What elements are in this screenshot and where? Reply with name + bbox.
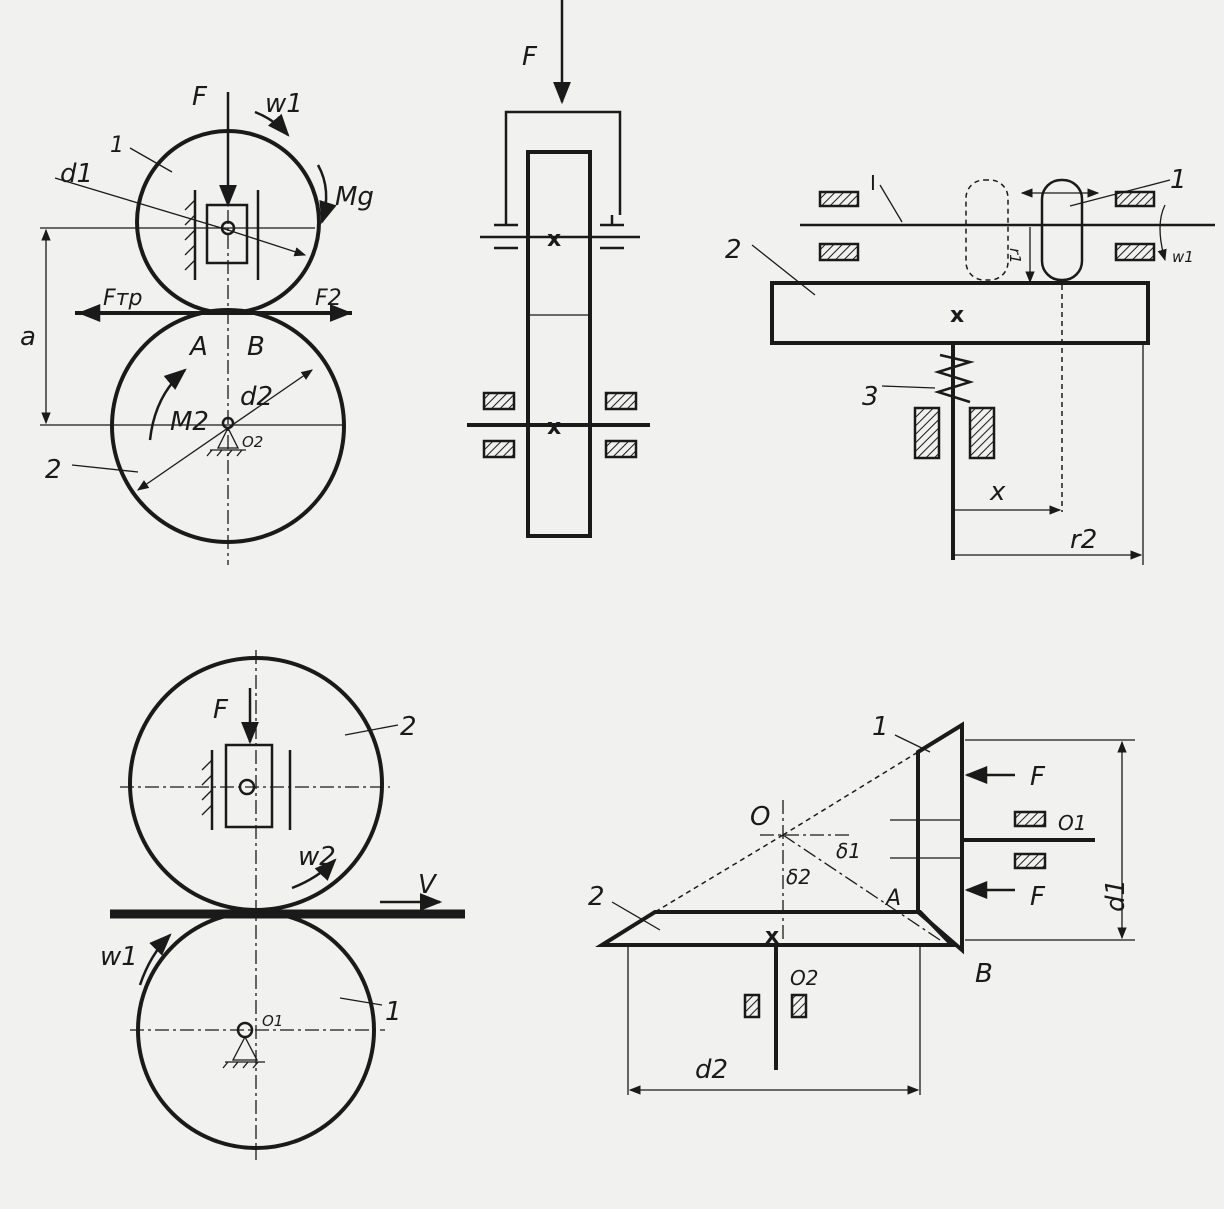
mark-x-1: x [547,227,561,252]
label-point-b: B [247,332,265,362]
label-w1: w1 [100,942,138,972]
label-1: 1 [385,997,402,1027]
cone-1 [916,721,964,955]
label-3: 3 [862,382,879,412]
label-2: 2 [45,455,62,485]
label-d1: d1 [1101,879,1131,912]
label-w1: w1 [265,89,303,119]
spring-3 [933,353,975,404]
roller-1 [1040,178,1084,282]
label-o2: O2 [790,966,818,990]
label-1: 1 [872,712,889,742]
label-r1: r1 [1006,248,1024,264]
roller-1-alt-position [965,179,1009,281]
label-point-b: B [975,959,993,989]
label-f: F [213,695,229,725]
label-2: 2 [725,235,742,265]
label-point-a: A [188,332,208,362]
figure-d-roller-feed: F 2 w2 V w1 1 O1 [100,650,465,1160]
label-o1: O1 [1058,811,1086,835]
label-a: a [20,322,36,352]
label-2: 2 [588,882,605,912]
mark-x: x [950,303,964,328]
label-delta2: δ2 [786,865,811,889]
figure-c-frontal-variator: I 1 w1 r1 x 2 3 x r2 [725,165,1215,565]
label-2: 2 [400,712,417,742]
label-o2: O2 [242,433,263,451]
label-x: x [989,477,1006,507]
label-f-bottom: F [1030,882,1046,912]
label-w2: w2 [298,842,336,872]
label-o: O [750,802,770,832]
label-f: F [192,82,208,112]
label-v: V [418,870,438,900]
label-d2: d2 [695,1055,728,1085]
label-ftr: Fтр [103,286,142,311]
label-o1: O1 [262,1012,283,1030]
mark-x: x [765,924,779,949]
label-f: F [522,42,538,72]
mark-x-2: x [547,415,561,440]
label-1: 1 [110,133,124,158]
disk-2 [770,281,1150,345]
label-delta1: δ1 [836,839,861,863]
label-mg: Mg [335,182,374,212]
figure-a-cylindrical-friction-drive: a F w1 1 d1 Mg Fтр F2 A B d2 M2 O2 2 [20,82,374,565]
label-point-a: A [884,886,901,911]
disk-pair [526,150,592,538]
label-shaft-i: I [870,171,876,195]
label-m2: M2 [170,407,209,437]
label-f-top: F [1030,762,1046,792]
figure-e-bevel-friction-drive: O δ2 δ1 A B 1 2 x F F O1 O2 d1 d2 [588,712,1135,1095]
label-w1: w1 [1172,248,1194,266]
bearing-block [205,203,249,265]
label-f2: F2 [315,286,342,311]
label-1: 1 [1170,165,1187,195]
figure-b-side-view: F x x [467,0,650,538]
label-r2: r2 [1070,525,1097,555]
